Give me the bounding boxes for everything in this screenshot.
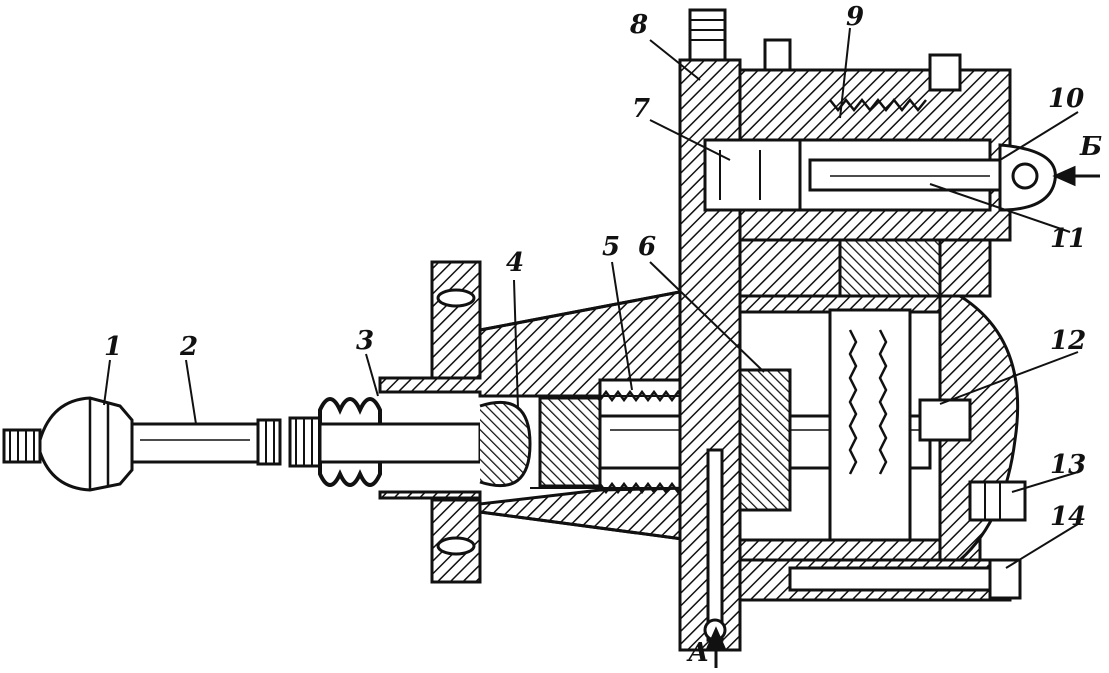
arrow-b-head — [1052, 165, 1076, 187]
callout-12: 12 — [1050, 326, 1087, 356]
leader-1 — [103, 359, 111, 406]
valve-spring — [829, 97, 927, 113]
needle-valve — [808, 158, 1012, 192]
leader-11 — [929, 183, 1071, 233]
leader-10 — [999, 111, 1079, 161]
leader-14 — [1005, 523, 1079, 569]
leader-6 — [649, 261, 765, 373]
push-rod — [130, 422, 260, 464]
callout-4: 4 — [506, 248, 525, 278]
rod-coupling — [256, 418, 282, 466]
callout-6: 6 — [638, 232, 657, 262]
arrow-a-head — [705, 626, 727, 650]
large-piston — [828, 308, 912, 542]
cylinder-body-upper — [378, 288, 692, 398]
acorn-nut — [38, 396, 134, 492]
label-port-b: Б — [1080, 132, 1103, 162]
leader-7 — [649, 119, 731, 161]
push-rod-assembly — [2, 396, 532, 492]
flow-arrows — [705, 165, 1100, 668]
piston — [538, 396, 602, 488]
top-fitting — [688, 8, 727, 62]
callout-2: 2 — [180, 332, 199, 362]
power-cylinder — [738, 294, 1027, 602]
callout-8: 8 — [630, 10, 649, 40]
rod-cup — [479, 400, 532, 488]
leader-4 — [513, 279, 519, 409]
diaphragm-seal — [738, 368, 792, 512]
leader-2 — [185, 359, 197, 425]
callout-1: 1 — [104, 332, 123, 362]
cylinder-body-lower — [378, 486, 692, 542]
leader-3 — [365, 353, 379, 397]
callout-10: 10 — [1048, 84, 1085, 114]
label-port-a: А — [688, 638, 710, 668]
piston-springs — [848, 329, 888, 475]
callout-3: 3 — [356, 326, 375, 356]
callout-13: 13 — [1050, 450, 1087, 480]
leader-8 — [649, 39, 701, 81]
leader-lines — [103, 27, 1079, 569]
cap-bolt — [968, 480, 1027, 522]
leader-12 — [939, 351, 1079, 405]
leader-5 — [611, 261, 633, 391]
rod-thread-tip — [2, 428, 42, 464]
inlet-channel-a — [706, 448, 724, 642]
mounting-flange-top — [430, 260, 482, 382]
valve-piston — [703, 138, 802, 212]
callout-11: 11 — [1050, 224, 1087, 254]
callout-14: 14 — [1050, 502, 1087, 532]
leader-13 — [1011, 471, 1079, 493]
tie-bolt — [788, 566, 1002, 592]
callout-7: 7 — [632, 94, 651, 124]
callout-9: 9 — [846, 2, 865, 32]
leader-9 — [839, 27, 851, 119]
callout-5: 5 — [602, 232, 621, 262]
